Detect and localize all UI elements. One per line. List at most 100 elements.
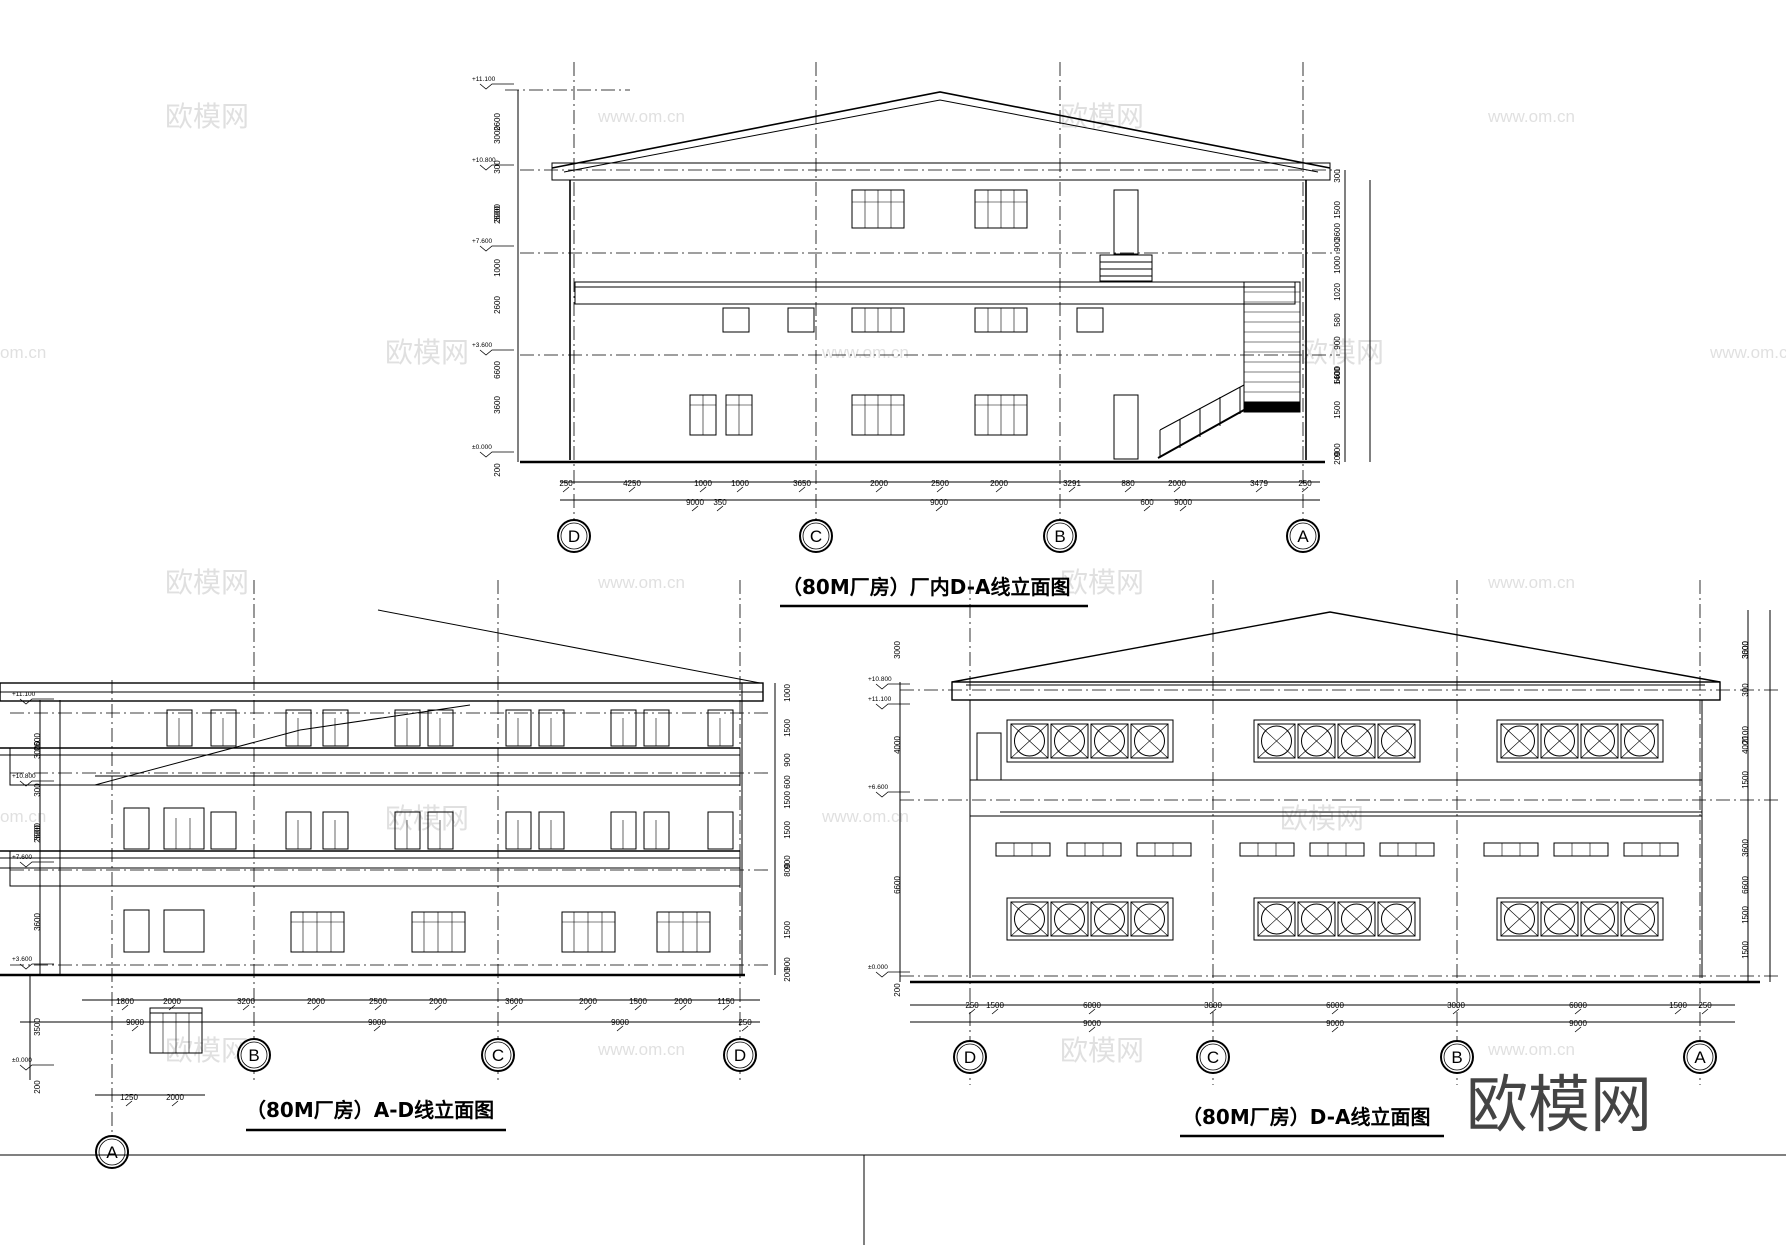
title-top: （80M厂房）厂内D-A线立面图 — [780, 575, 1088, 608]
fan-blade — [1377, 723, 1416, 759]
fan-unit — [1130, 723, 1169, 759]
dimension-tick — [699, 486, 707, 493]
dimension-text: 800 — [783, 863, 792, 877]
level-text: +10.800 — [472, 157, 496, 164]
fan-window-frame — [1253, 897, 1421, 941]
fan-circle — [1261, 725, 1292, 757]
dimension-tick — [312, 1004, 320, 1011]
dimension-tick — [171, 1100, 179, 1107]
fan-blade — [1130, 901, 1169, 937]
axis-bubble — [953, 1040, 987, 1074]
dimension-tick — [1701, 1008, 1709, 1015]
watermark-url: www.om.cn — [1709, 343, 1786, 362]
fan-unit — [1377, 901, 1416, 937]
drawing-title: （80M厂房）厂内D-A线立面图 — [782, 575, 1071, 599]
level-marks: +11.100+10.800+7.600+3.600±0.000 — [472, 76, 514, 458]
fan-window-frame — [1496, 719, 1664, 763]
dimension-tick — [584, 1004, 592, 1011]
dimension-text: 1000 — [1333, 256, 1342, 274]
elevation-a-d — [0, 580, 776, 1165]
watermark-text: 欧模网 — [1300, 336, 1384, 369]
dimension-text: 1500 — [783, 821, 792, 839]
fan-circle — [1301, 725, 1332, 757]
fan-circle — [1054, 725, 1085, 757]
axis-bubble — [799, 519, 833, 553]
axis-bubble — [1043, 519, 1077, 553]
strip-window-set — [995, 842, 1679, 857]
axis-label: D — [964, 1048, 976, 1067]
level-text: +7.600 — [12, 854, 32, 861]
watermark-url: www.om.cn — [1487, 107, 1575, 126]
dimension-text: 1500 — [629, 997, 647, 1006]
dimension-text: 4250 — [623, 479, 641, 488]
watermark-text: 欧模网 — [1060, 1034, 1144, 1067]
fan-circle — [1381, 903, 1412, 935]
level-text: +3.600 — [12, 956, 32, 963]
fan-blade — [1540, 723, 1579, 759]
level-marks: +10.800+11.100+6.600±0.000 — [868, 676, 910, 978]
dimension-text: 600 — [1140, 498, 1154, 507]
dimension-text: 1500 — [1741, 906, 1750, 924]
fan-unit — [1010, 723, 1049, 759]
dimension-tick — [374, 1004, 382, 1011]
fan-unit — [1377, 723, 1416, 759]
fan-unit — [1090, 723, 1129, 759]
dimension-text: 9000 — [1326, 1019, 1344, 1028]
dimension-text: 300 — [33, 783, 42, 797]
axis-bubble-inner — [1289, 522, 1317, 550]
fan-unit — [1580, 723, 1619, 759]
axis-bubble-inner — [560, 522, 588, 550]
fan-blade — [1130, 723, 1169, 759]
watermark-url: om.cn — [0, 807, 46, 826]
dimension-text: 600 — [783, 775, 792, 789]
dimension-tick — [798, 486, 806, 493]
dimension-text: 9000 — [686, 498, 704, 507]
dimension-text: 2600 — [493, 296, 502, 314]
dimension-tick — [935, 505, 943, 512]
dimension-text: 250 — [738, 1018, 752, 1027]
dimension-tick — [510, 1004, 518, 1011]
watermark-url: www.om.cn — [597, 573, 685, 592]
fan-window-frame — [1006, 897, 1174, 941]
dimension-text: 900 — [1333, 336, 1342, 350]
dimension-text: 9000 — [1174, 498, 1192, 507]
dimension-text: 3000 — [1741, 641, 1750, 659]
fan-circle — [1544, 903, 1575, 935]
fan-unit — [1130, 901, 1169, 937]
level-marker — [19, 1064, 54, 1071]
level-marker — [479, 451, 514, 458]
axis-bubble-inner — [98, 1138, 126, 1166]
axis-label: D — [568, 527, 580, 546]
strip-window — [1239, 842, 1295, 857]
dimension-tick — [616, 1025, 624, 1032]
fan-unit — [1297, 901, 1336, 937]
axis-bubble — [723, 1038, 757, 1072]
dimension-text: 6600 — [1741, 876, 1750, 894]
dimension-text: 4000 — [1741, 736, 1750, 754]
dimension-text: 1000 — [783, 684, 792, 702]
axis-bubble — [557, 519, 591, 553]
dimension-text: 3600 — [33, 913, 42, 931]
dimension-text: 2600 — [33, 733, 42, 751]
dimension-text: 1500 — [1333, 401, 1342, 419]
dimension-text: 3000 — [893, 641, 902, 659]
watermark-url: www.om.cn — [597, 1040, 685, 1059]
dimension-column: 3001500900100010205809001400150090020036… — [1333, 169, 1342, 465]
fan-circle — [1094, 725, 1125, 757]
dimension-text: 250 — [1298, 479, 1312, 488]
dimension-text: 200 — [783, 968, 792, 982]
watermark-url: www.om.cn — [1487, 1040, 1575, 1059]
dimension-text: 2600 — [493, 206, 502, 224]
watermark-url: www.om.cn — [821, 343, 909, 362]
dimension-tick — [1143, 505, 1151, 512]
axis-label: A — [1694, 1048, 1706, 1067]
dimension-text: 2000 — [429, 997, 447, 1006]
dimension-text: 900 — [783, 855, 792, 869]
fan-blade — [1257, 723, 1296, 759]
fan-circle — [1261, 903, 1292, 935]
dimension-text: 300 — [493, 160, 502, 174]
dimension-text: 1500 — [1669, 1001, 1687, 1010]
